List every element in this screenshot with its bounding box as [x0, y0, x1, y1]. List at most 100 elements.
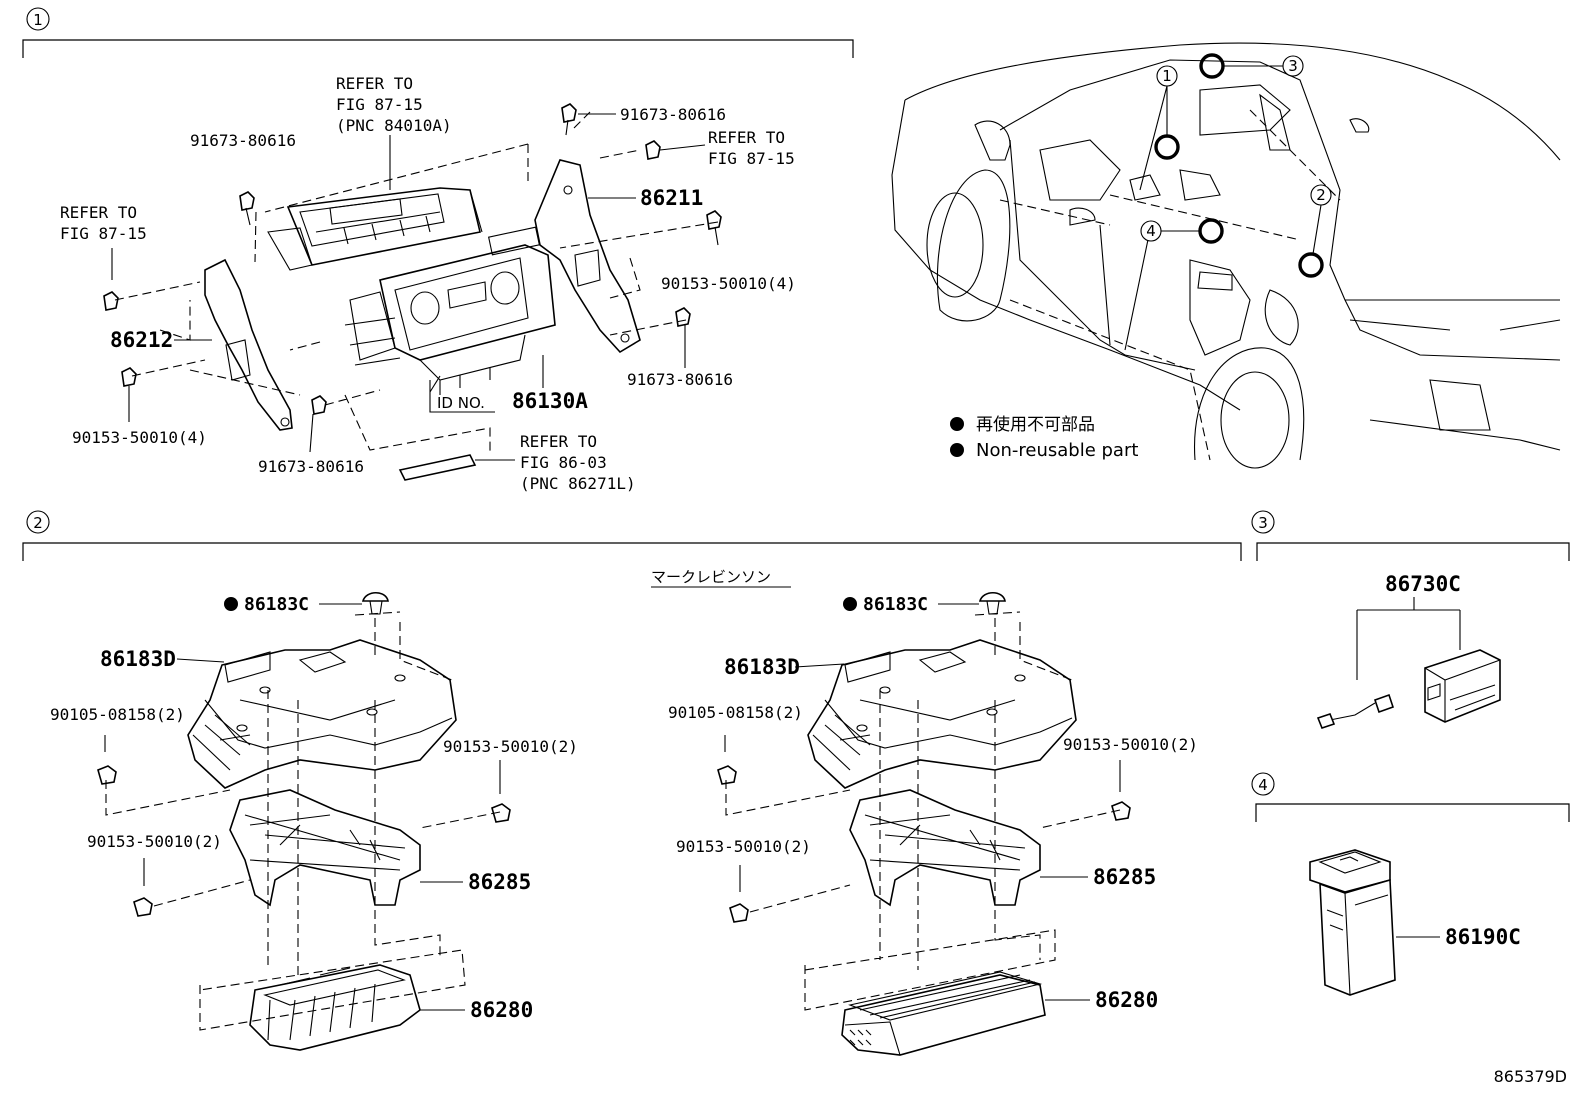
- svg-text:3: 3: [1258, 514, 1268, 532]
- filled-circle-icon: [224, 597, 238, 611]
- screw-icon: [675, 307, 691, 368]
- svg-text:REFER TO: REFER TO: [60, 203, 137, 222]
- section-4: 4 86190C: [1251, 772, 1570, 996]
- section-2-bracket: [22, 542, 1242, 561]
- screw-icon: [103, 248, 119, 311]
- callout-3-icon: 3: [1223, 55, 1304, 77]
- svg-text:2: 2: [33, 514, 43, 532]
- refer-right-label: REFER TO FIG 87-15: [708, 128, 795, 168]
- bolt-icon: [717, 735, 737, 785]
- svg-text:REFER TO: REFER TO: [336, 74, 413, 93]
- svg-text:REFER TO: REFER TO: [520, 432, 597, 451]
- amplifier-86280: [841, 971, 1046, 1056]
- module-86730c: [1424, 649, 1501, 723]
- location-ring-3: [1199, 53, 1225, 79]
- location-ring-4: [1198, 218, 1224, 244]
- part-86183c-label: 86183C: [244, 594, 309, 615]
- part-90105-08158-label: 90105-08158(2): [668, 703, 803, 722]
- id-no-label: ID NO.: [437, 394, 485, 412]
- part-86130a-label: 86130A: [512, 389, 588, 413]
- callout-2-icon: 2: [1310, 184, 1332, 255]
- section-1-bracket: [22, 39, 854, 58]
- bracket-86211: [534, 159, 641, 354]
- strip-part-86271l: [398, 454, 477, 481]
- section-4-index-icon: 4: [1251, 772, 1275, 796]
- location-ring-2: [1298, 252, 1324, 278]
- callout-4-icon: 4: [1140, 220, 1200, 242]
- svg-text:FIG 87-15: FIG 87-15: [708, 149, 795, 168]
- assembly-right: 86183C 86183D 86285: [668, 591, 1198, 1056]
- refer-left-label: REFER TO FIG 87-15: [60, 203, 147, 243]
- refer-84010a-label: REFER TO FIG 87-15 (PNC 84010A): [336, 74, 452, 135]
- section-3-bracket: [1256, 542, 1570, 561]
- figure-code: 865379D: [1494, 1067, 1567, 1086]
- screw-icon: [706, 210, 722, 246]
- part-86190c-label: 86190C: [1445, 925, 1521, 949]
- car-outline: [891, 42, 1561, 469]
- section-4-bracket: [1255, 803, 1570, 822]
- part-91673-80616-label: 91673-80616: [627, 370, 733, 389]
- section-1: 1 REFER TO FIG 87-15 (PNC 84010A): [22, 7, 854, 493]
- switch-86190c: [1309, 849, 1396, 996]
- part-86183d-label: 86183D: [100, 647, 176, 671]
- bracket-86285: [229, 789, 421, 907]
- part-86285-label: 86285: [1093, 865, 1156, 889]
- clip-86183c: [361, 591, 389, 615]
- screw-icon: [121, 367, 137, 422]
- part-91673-80616-label: 91673-80616: [190, 131, 296, 150]
- refer-86271l-label: REFER TO FIG 86-03 (PNC 86271L): [520, 432, 636, 493]
- section-3: 3 86730C: [1251, 510, 1570, 729]
- callout-1-icon: 1: [1139, 65, 1178, 191]
- connector-cable-86730c: [1316, 693, 1395, 729]
- svg-text:4: 4: [1258, 776, 1268, 794]
- part-86285-label: 86285: [468, 870, 531, 894]
- clip-86183c: [978, 591, 1006, 615]
- svg-text:4: 4: [1146, 222, 1156, 240]
- svg-text:FIG 87-15: FIG 87-15: [60, 224, 147, 243]
- legend-jp-text: 再使用不可部品: [976, 414, 1095, 435]
- section-2: 2 マークレビンソン 86183C: [22, 510, 1242, 1056]
- bolt-icon: [133, 858, 153, 917]
- part-90153-50010-label: 90153-50010(2): [1063, 735, 1198, 754]
- section-1-index-icon: 1: [26, 7, 50, 31]
- part-86183c-label: 86183C: [863, 594, 928, 615]
- bracket-86285: [849, 789, 1041, 907]
- part-91673-80616-label: 91673-80616: [620, 105, 726, 124]
- legend: 再使用不可部品 Non-reusable part: [950, 414, 1138, 461]
- filled-circle-icon: [843, 597, 857, 611]
- part-90105-08158-label: 90105-08158(2): [50, 705, 185, 724]
- screw-icon: [309, 395, 327, 453]
- svg-text:1: 1: [1162, 67, 1172, 85]
- cover-86183d: [187, 639, 457, 789]
- svg-text:FIG 87-15: FIG 87-15: [336, 95, 423, 114]
- part-86280-label: 86280: [1095, 988, 1158, 1012]
- svg-text:1: 1: [33, 11, 43, 29]
- part-91673-80616-label: 91673-80616: [258, 457, 364, 476]
- assembly-left: 86183C 86183D: [50, 591, 578, 1051]
- location-ring-1: [1154, 134, 1180, 160]
- climate-control-unit-86130a: [344, 226, 556, 395]
- svg-text:FIG 86-03: FIG 86-03: [520, 453, 607, 472]
- part-86183d-label: 86183D: [724, 655, 800, 679]
- screw-icon: [645, 140, 661, 160]
- part-86212-label: 86212: [110, 328, 173, 352]
- filled-circle-icon: [950, 417, 964, 431]
- svg-text:3: 3: [1288, 57, 1298, 75]
- part-90153-50010-label: 90153-50010(2): [443, 737, 578, 756]
- part-90153-50010-label: 90153-50010(4): [72, 428, 207, 447]
- screw-icon: [239, 191, 255, 226]
- amplifier-86280: [249, 964, 421, 1051]
- part-86730c-label: 86730C: [1385, 572, 1461, 596]
- part-90153-50010-label: 90153-50010(4): [661, 274, 796, 293]
- part-86280-label: 86280: [470, 998, 533, 1022]
- filled-circle-icon: [950, 443, 964, 457]
- cover-86183d: [807, 639, 1077, 789]
- part-90153-50010-label: 90153-50010(2): [87, 832, 222, 851]
- bolt-icon: [729, 865, 749, 923]
- legend-en-text: Non-reusable part: [976, 440, 1138, 461]
- vehicle-location-view: 1 2 3 4 再使用不可部品 Non-reusable part: [891, 42, 1561, 469]
- svg-text:(PNC 84010A): (PNC 84010A): [336, 116, 452, 135]
- svg-text:REFER TO: REFER TO: [708, 128, 785, 147]
- part-90153-50010-label: 90153-50010(2): [676, 837, 811, 856]
